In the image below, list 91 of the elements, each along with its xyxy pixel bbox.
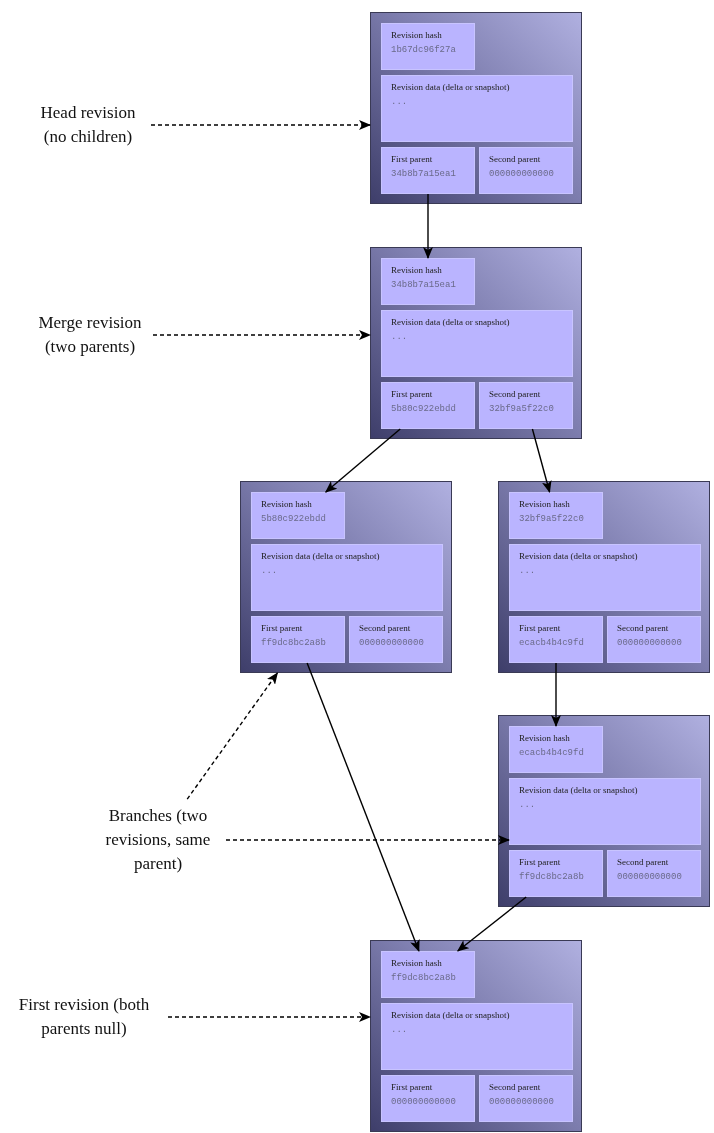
field-value: 000000000000 <box>489 168 554 180</box>
annotation-label: Head revision (no children) <box>29 101 147 149</box>
field-box <box>381 258 475 305</box>
field-box <box>381 382 475 429</box>
field-box <box>381 1003 573 1070</box>
field-value: 5b80c922ebdd <box>391 403 456 415</box>
field-value: 000000000000 <box>617 637 682 649</box>
dashed-arrow <box>152 330 371 340</box>
field-label: Revision data (delta or snapshot) <box>261 550 380 562</box>
field-label: Revision hash <box>391 29 442 41</box>
field-box <box>479 147 573 194</box>
field-box <box>607 616 701 663</box>
field-box <box>381 75 573 142</box>
field-box <box>381 23 475 70</box>
field-label: Second parent <box>489 153 541 165</box>
field-value: 32bf9a5f22c0 <box>519 513 584 525</box>
field-label: Revision hash <box>519 732 570 744</box>
field-label: Revision hash <box>519 498 570 510</box>
revision-card <box>370 12 582 204</box>
field-box <box>381 310 573 377</box>
field-label: First parent <box>519 856 561 868</box>
field-value: ff9dc8bc2a8b <box>519 871 584 883</box>
field-value: ... <box>391 1024 408 1036</box>
field-value: ... <box>519 565 536 577</box>
field-value: 5b80c922ebdd <box>261 513 326 525</box>
field-value: ecacb4b4c9fd <box>519 747 584 759</box>
field-box <box>381 951 475 998</box>
dashed-arrow <box>167 1012 371 1022</box>
field-label: Second parent <box>617 856 669 868</box>
annotation-label: First revision (both parents null) <box>4 993 164 1041</box>
field-box <box>509 616 603 663</box>
field-box <box>251 492 345 539</box>
field-label: Second parent <box>489 1081 541 1093</box>
field-value: 34b8b7a15ea1 <box>391 279 456 291</box>
field-value: ... <box>519 799 536 811</box>
annotation-label: Merge revision (two parents) <box>31 311 149 359</box>
field-box <box>251 616 345 663</box>
field-value: 000000000000 <box>617 871 682 883</box>
revision-card <box>370 940 582 1132</box>
arrow <box>423 193 433 259</box>
field-box <box>381 1075 475 1122</box>
field-box <box>607 850 701 897</box>
field-value: ... <box>391 331 408 343</box>
field-label: Revision hash <box>391 957 442 969</box>
field-box <box>479 1075 573 1122</box>
field-value: 1b67dc96f27a <box>391 44 456 56</box>
dashed-arrow <box>186 672 279 800</box>
field-label: First parent <box>391 388 433 400</box>
field-label: Revision hash <box>391 264 442 276</box>
field-box <box>349 616 443 663</box>
field-box <box>381 147 475 194</box>
field-box <box>509 492 603 539</box>
field-value: 32bf9a5f22c0 <box>489 403 554 415</box>
field-value: 34b8b7a15ea1 <box>391 168 456 180</box>
field-label: Revision data (delta or snapshot) <box>391 1009 510 1021</box>
dashed-arrow <box>225 835 510 845</box>
field-box <box>509 850 603 897</box>
arrow <box>531 428 552 493</box>
field-value: ... <box>261 565 278 577</box>
field-box <box>479 382 573 429</box>
dashed-arrow <box>150 120 371 130</box>
field-label: First parent <box>391 1081 433 1093</box>
field-value: 000000000000 <box>391 1096 456 1108</box>
field-label: First parent <box>391 153 433 165</box>
field-value: ... <box>391 96 408 108</box>
field-label: Revision data (delta or snapshot) <box>391 316 510 328</box>
arrow <box>306 662 420 952</box>
field-label: First parent <box>261 622 303 634</box>
field-box <box>509 778 701 845</box>
revision-card <box>370 247 582 439</box>
field-label: Revision data (delta or snapshot) <box>391 81 510 93</box>
field-label: Second parent <box>617 622 669 634</box>
field-label: Second parent <box>359 622 411 634</box>
arrow <box>551 662 561 727</box>
revision-card <box>498 481 710 673</box>
field-label: Revision hash <box>261 498 312 510</box>
field-value: 000000000000 <box>489 1096 554 1108</box>
field-value: ff9dc8bc2a8b <box>391 972 456 984</box>
field-label: Revision data (delta or snapshot) <box>519 784 638 796</box>
field-label: First parent <box>519 622 561 634</box>
field-box <box>509 726 603 773</box>
revision-card <box>498 715 710 907</box>
field-box <box>509 544 701 611</box>
field-value: 000000000000 <box>359 637 424 649</box>
revision-card <box>240 481 452 673</box>
field-label: Revision data (delta or snapshot) <box>519 550 638 562</box>
field-label: Second parent <box>489 388 541 400</box>
field-value: ff9dc8bc2a8b <box>261 637 326 649</box>
field-value: ecacb4b4c9fd <box>519 637 584 649</box>
annotation-label: Branches (two revisions, same parent) <box>94 804 222 876</box>
field-box <box>251 544 443 611</box>
